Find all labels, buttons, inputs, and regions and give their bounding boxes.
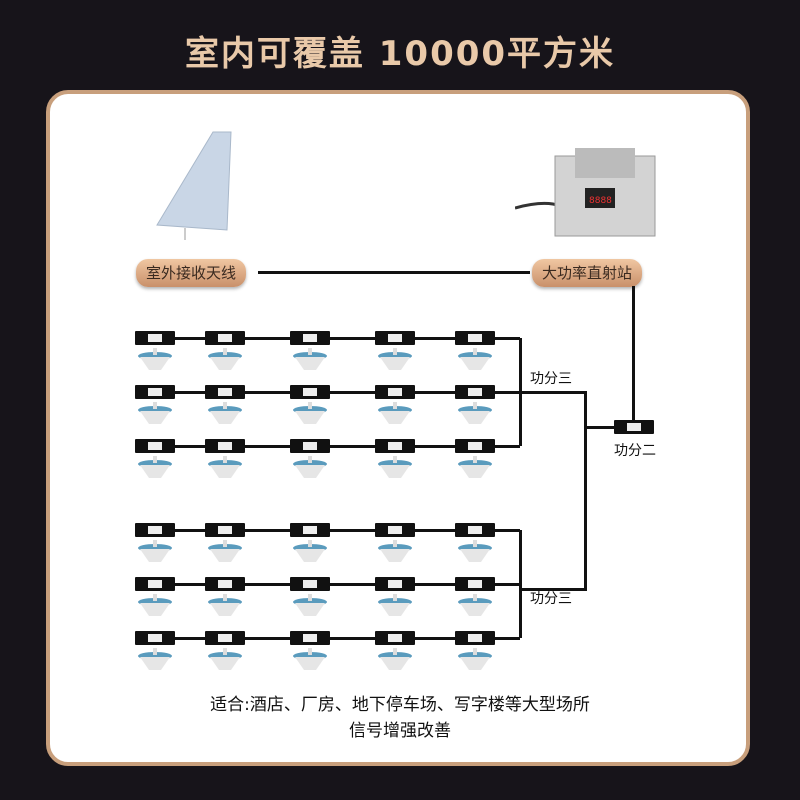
ceiling-antenna-icon [378, 348, 412, 370]
ceiling-antenna-icon [293, 648, 327, 670]
cable [175, 637, 520, 640]
splitter-icon [455, 439, 495, 453]
cable [520, 391, 586, 394]
splitter-icon [290, 439, 330, 453]
outdoor-antenna-label: 室外接收天线 [136, 259, 247, 287]
cable [175, 445, 520, 448]
ceiling-antenna-icon [378, 540, 412, 562]
splitter-icon [135, 385, 175, 399]
splitter-icon [375, 331, 415, 345]
ceiling-antenna-icon [293, 348, 327, 370]
splitter2-label: 功分二 [614, 443, 656, 459]
ceiling-antenna-icon [293, 456, 327, 478]
svg-text:8888: 8888 [589, 196, 612, 206]
splitter3-bottom-label: 功分三 [530, 591, 572, 607]
ceiling-antenna-icon [138, 402, 172, 424]
splitter3-top-label: 功分三 [530, 371, 572, 387]
splitter-icon [290, 385, 330, 399]
footer-line-1: 适合:酒店、厂房、地下停车场、写字楼等大型场所 [210, 695, 590, 715]
repeater-icon: 8888 [515, 148, 656, 237]
cable [175, 391, 520, 394]
ceiling-antenna-icon [208, 648, 242, 670]
ceiling-antenna-icon [458, 594, 492, 616]
splitter-icon [205, 523, 245, 537]
splitter-icon [135, 577, 175, 591]
splitter-icon [375, 631, 415, 645]
splitter-icon [290, 331, 330, 345]
ceiling-antenna-icon [208, 594, 242, 616]
cable [584, 391, 587, 591]
ceiling-antenna-icon [458, 348, 492, 370]
ceiling-antenna-icon [458, 540, 492, 562]
splitter-icon [375, 385, 415, 399]
footer-line-2: 信号增强改善 [349, 721, 451, 741]
ceiling-antenna-icon [458, 402, 492, 424]
splitter-icon [205, 385, 245, 399]
splitter2-icon [614, 420, 654, 434]
cable [584, 426, 616, 429]
splitter-icon [455, 631, 495, 645]
splitter-icon [455, 523, 495, 537]
ceiling-antenna-icon [138, 348, 172, 370]
ceiling-antenna-icon [378, 648, 412, 670]
ceiling-antenna-icon [378, 402, 412, 424]
splitter-icon [375, 439, 415, 453]
splitter-icon [455, 385, 495, 399]
splitter-icon [135, 523, 175, 537]
cable [258, 271, 530, 274]
outdoor-antenna-icon [156, 131, 232, 240]
ceiling-antenna-icon [138, 540, 172, 562]
ceiling-antenna-icon [458, 456, 492, 478]
page-title: 室内可覆盖 10000平方米 [184, 34, 616, 74]
splitter-icon [205, 439, 245, 453]
splitter-icon [205, 577, 245, 591]
splitter-icon [375, 577, 415, 591]
cable [632, 286, 635, 422]
cable [175, 337, 520, 340]
splitter-icon [290, 631, 330, 645]
repeater-label: 大功率直射站 [532, 259, 643, 287]
splitter-icon [205, 631, 245, 645]
cable [175, 529, 520, 532]
ceiling-antenna-icon [378, 456, 412, 478]
ceiling-antenna-icon [293, 402, 327, 424]
splitter-icon [290, 523, 330, 537]
splitter-icon [455, 577, 495, 591]
ceiling-antenna-icon [293, 540, 327, 562]
cable [175, 583, 520, 586]
ceiling-antenna-icon [208, 456, 242, 478]
splitter-icon [135, 439, 175, 453]
ceiling-antenna-icon [293, 594, 327, 616]
splitter-icon [135, 331, 175, 345]
splitter-icon [455, 331, 495, 345]
ceiling-antenna-icon [208, 540, 242, 562]
ceiling-antenna-icon [208, 402, 242, 424]
splitter-icon [135, 631, 175, 645]
splitter-icon [290, 577, 330, 591]
ceiling-antenna-icon [458, 648, 492, 670]
cable [519, 530, 522, 638]
ceiling-antenna-icon [138, 456, 172, 478]
splitter-icon [375, 523, 415, 537]
ceiling-antenna-icon [208, 348, 242, 370]
cable [519, 338, 522, 446]
ceiling-antenna-icon [138, 594, 172, 616]
ceiling-antenna-icon [138, 648, 172, 670]
ceiling-antenna-icon [378, 594, 412, 616]
cable [520, 588, 586, 591]
splitter-icon [205, 331, 245, 345]
